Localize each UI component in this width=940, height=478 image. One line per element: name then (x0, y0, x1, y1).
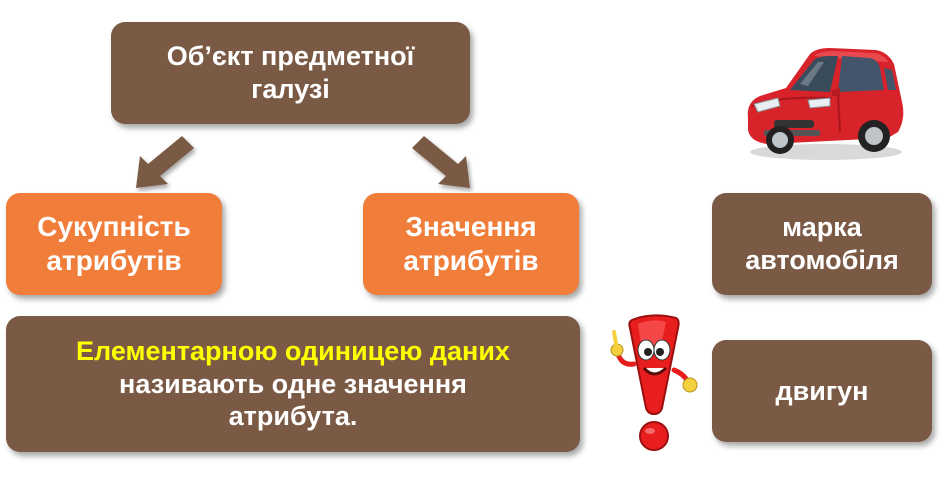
down-left-arrow-icon (136, 136, 194, 188)
car-image (747, 48, 904, 160)
node-attribute-values: Значення атрибутів (363, 193, 579, 295)
node-attribute-values-line2: атрибутів (403, 245, 539, 276)
definition-highlight: Елементарною одиницею даних (76, 335, 510, 366)
down-right-arrow-icon (412, 136, 470, 188)
exclamation-mascot-icon (610, 314, 698, 451)
definition-statement: Елементарною одиницею даних називають од… (6, 316, 580, 452)
node-attribute-set-line1: Сукупність (37, 210, 191, 242)
root-node-object: Об’єкт предметної галузі (111, 22, 470, 124)
definition-line3: атрибута. (228, 401, 358, 432)
node-attribute-set: Сукупність атрибутів (6, 193, 222, 295)
node-attribute-set-line2: атрибутів (46, 245, 182, 276)
example-car-brand-line1: марка (782, 212, 862, 243)
example-car-brand-line2: автомобіля (745, 245, 899, 275)
example-engine: двигун (712, 340, 932, 442)
node-attribute-values-line1: Значення (405, 210, 537, 242)
root-node-line1: Об’єкт предметної (166, 41, 415, 72)
root-node-line2: галузі (251, 74, 330, 104)
definition-line2: називають одне значення (119, 368, 467, 399)
example-engine-label: двигун (775, 375, 869, 406)
example-car-brand: марка автомобіля (712, 193, 932, 295)
